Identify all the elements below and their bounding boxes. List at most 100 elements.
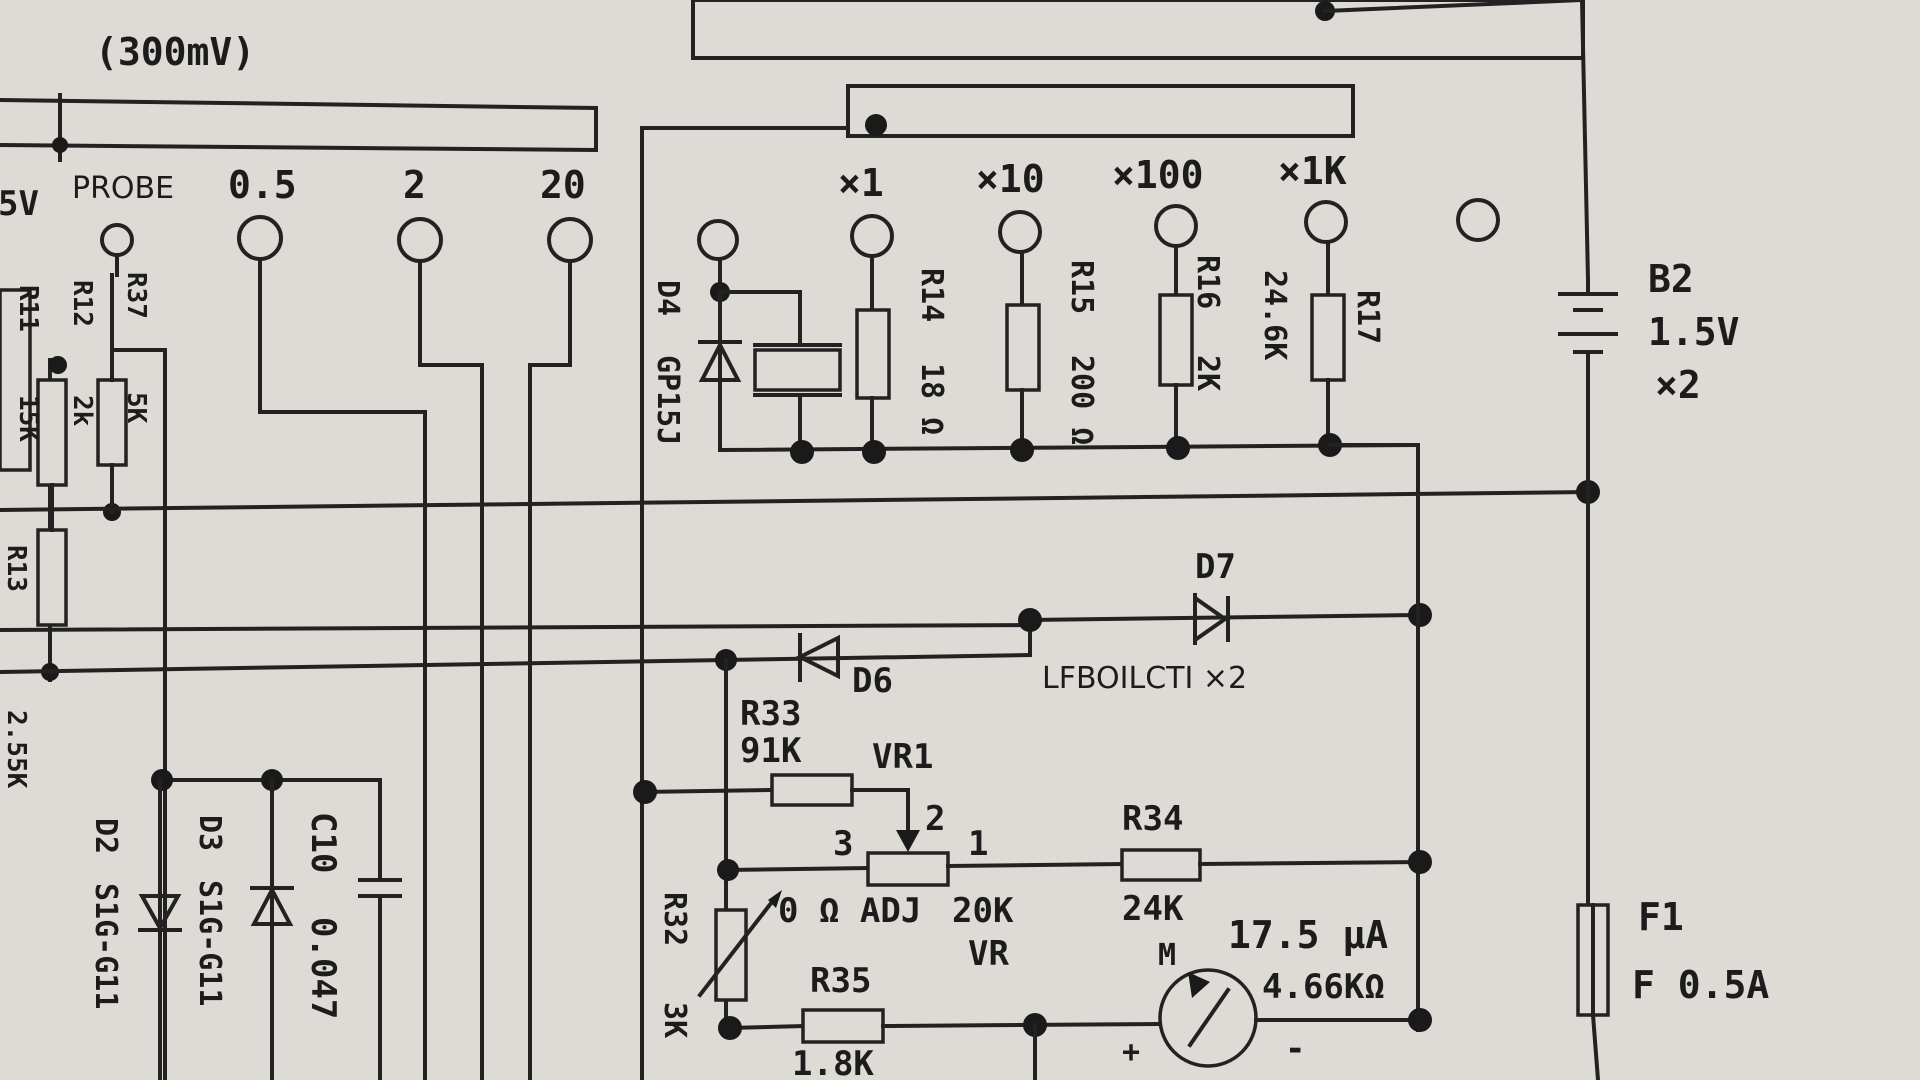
ohm-common-line <box>717 442 1421 453</box>
bus-line-1 <box>0 489 1591 513</box>
resistor-R17 <box>1310 293 1346 382</box>
label-B2: B2 <box>1648 257 1694 301</box>
label-VR1-value: 20K <box>952 891 1014 931</box>
label-VR1-pin3: 3 <box>833 824 853 864</box>
label-R11: R11 15K <box>13 285 43 442</box>
diode-D6 <box>795 634 840 680</box>
terminal-0.5 <box>237 215 283 261</box>
svg-text:3K: 3K <box>657 1002 692 1038</box>
svg-text:R15: R15 <box>1064 260 1099 314</box>
label-R33-value: 91K <box>740 731 802 771</box>
label-R37: R37 5K <box>121 272 151 424</box>
label-diode-pair: LFBOILCTI ×2 <box>1042 661 1247 696</box>
label-F1: F1 <box>1638 895 1684 939</box>
label-5v: 5V <box>0 184 39 224</box>
resistor-R33 <box>770 773 854 807</box>
svg-text:R11: R11 <box>13 285 43 332</box>
range-switch-bar-left <box>0 97 598 153</box>
range-switch-bar-top <box>691 0 1585 60</box>
terminal-20 <box>547 217 593 263</box>
resistor-R11 <box>0 288 32 472</box>
label-D2: D2 S1G-G11 <box>88 818 123 1009</box>
range-switch-bar-ohm <box>846 84 1355 138</box>
label-range-x1: ×1 <box>838 161 884 205</box>
svg-text:D3: D3 <box>192 815 227 851</box>
label-R35: R35 <box>810 961 871 1001</box>
label-meter-current: 17.5 μA <box>1228 913 1388 957</box>
svg-text:C10: C10 <box>303 812 343 873</box>
terminal-unused <box>1456 198 1500 242</box>
label-R17-value: 24.6K <box>1257 270 1292 360</box>
label-meter-plus: + <box>1122 1035 1140 1070</box>
range-note-label: (300mV) <box>95 30 255 74</box>
label-range-x100: ×100 <box>1112 153 1204 197</box>
svg-text:2.55K: 2.55K <box>1 710 31 789</box>
label-B2-voltage: 1.5V <box>1648 310 1740 354</box>
bus-line-2 <box>0 622 1033 633</box>
svg-text:R17: R17 <box>1350 290 1385 344</box>
label-R32: R32 3K <box>657 892 692 1038</box>
label-meter-resistance: 4.66KΩ <box>1262 967 1385 1007</box>
resistor-R12 <box>36 378 68 487</box>
label-C10: C10 0.047 <box>303 812 343 1019</box>
meter-needle <box>1187 987 1231 1048</box>
probe-terminal <box>100 223 134 257</box>
label-D3: D3 S1G-G11 <box>192 815 227 1006</box>
svg-text:R13: R13 <box>1 545 31 592</box>
svg-text:200 Ω: 200 Ω <box>1064 355 1099 445</box>
svg-text:S1G-G11: S1G-G11 <box>192 880 227 1006</box>
svg-text:S1G-G11: S1G-G11 <box>88 883 123 1009</box>
diode-D3 <box>250 885 294 926</box>
terminal-d4 <box>697 219 739 261</box>
label-zero-adj: 0 Ω ADJ <box>778 891 921 931</box>
terminal-x100 <box>1154 204 1198 248</box>
label-R34-value: 24K <box>1122 889 1184 929</box>
resistor-R14 <box>855 308 891 400</box>
label-probe: PROBE <box>72 171 174 206</box>
svg-text:18 Ω: 18 Ω <box>914 363 949 435</box>
label-B2-count: ×2 <box>1655 363 1701 407</box>
label-range-x10: ×10 <box>976 157 1045 201</box>
diode-D2 <box>138 894 182 933</box>
label-D6: D6 <box>852 661 893 701</box>
svg-text:2k: 2k <box>67 395 97 427</box>
junction-dot <box>865 114 887 136</box>
resistor-R34 <box>1120 848 1202 882</box>
vr1-wiper-arrow <box>896 830 920 852</box>
label-R33: R33 <box>740 694 801 734</box>
diode-D4 <box>698 340 742 382</box>
label-VR1-pin2: 2 <box>925 799 945 839</box>
label-VR1: VR1 <box>872 737 933 777</box>
label-R15: R15 200 Ω <box>1064 260 1099 445</box>
label-VR1-type: VR <box>968 934 1009 974</box>
resistor-R16 <box>1158 293 1194 387</box>
svg-text:2K: 2K <box>1190 355 1225 391</box>
svg-text:R14: R14 <box>914 268 949 322</box>
label-range-20: 20 <box>540 163 586 207</box>
label-range-2: 2 <box>403 163 426 207</box>
label-R34: R34 <box>1122 799 1183 839</box>
junction-dot <box>1018 608 1042 632</box>
resistor-R35 <box>801 1008 885 1044</box>
terminal-x1k <box>1304 200 1348 244</box>
svg-text:R37: R37 <box>121 272 151 319</box>
svg-text:D4: D4 <box>650 280 685 316</box>
svg-text:15K: 15K <box>13 395 43 442</box>
resistor-R15 <box>1005 303 1041 392</box>
terminal-x1 <box>850 214 894 258</box>
label-R13: R13 2.55K <box>1 545 31 789</box>
label-D4: D4 GP15J <box>650 280 685 445</box>
terminal-2 <box>397 217 443 263</box>
label-R17-ref: R17 <box>1350 290 1385 344</box>
label-range-x1k: ×1K <box>1278 149 1347 193</box>
svg-text:R12: R12 <box>67 280 97 327</box>
terminal-x10 <box>998 210 1042 254</box>
label-R35-value: 1.8K <box>792 1044 874 1080</box>
svg-text:24.6K: 24.6K <box>1257 270 1292 360</box>
svg-text:R16: R16 <box>1190 255 1225 309</box>
potentiometer-VR1 <box>866 851 950 887</box>
label-R14: R14 18 Ω <box>914 268 949 435</box>
component-crystal <box>753 348 842 392</box>
